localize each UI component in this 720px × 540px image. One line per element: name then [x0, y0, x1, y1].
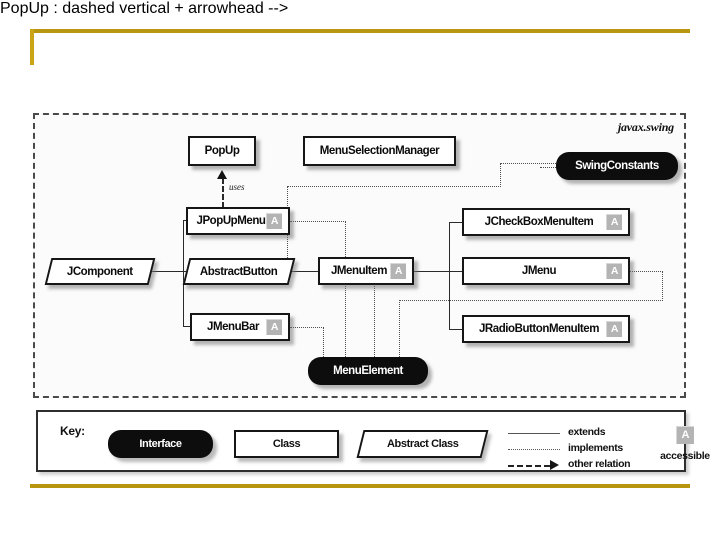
- node-jcheckboxmenuitem-label: JCheckBoxMenuItem: [484, 216, 594, 228]
- relation-jmenu-implements-seg-h2: [399, 300, 663, 301]
- legend-accessible-badge-icon: A: [676, 426, 694, 444]
- node-jmenubar-label: JMenuBar: [207, 321, 259, 333]
- legend-class-label: Class: [272, 438, 301, 450]
- slide-accent-rule-top-corner: [30, 29, 34, 65]
- node-popup-label: PopUp: [204, 145, 240, 157]
- node-swingconstants-label: SwingConstants: [575, 160, 659, 172]
- node-menuselectionmanager-label: MenuSelectionManager: [319, 145, 440, 157]
- relation-label-uses: uses: [229, 182, 245, 192]
- node-menuselectionmanager[interactable]: MenuSelectionManager: [303, 136, 456, 166]
- legend-accessible-caption: accessible: [660, 450, 710, 462]
- legend-line-solid-icon: [508, 433, 560, 434]
- relation-jpopupmenu-implements-seg-h: [290, 221, 346, 222]
- node-jpopupmenu-label: JPopUpMenu: [196, 215, 266, 227]
- node-jcomponent[interactable]: JComponent: [44, 258, 156, 285]
- accessible-badge-icon: A: [266, 213, 282, 229]
- legend-other-relation-label: other relation: [568, 458, 631, 470]
- node-jmenu[interactable]: JMenu A: [462, 257, 630, 285]
- relation-swingconstants-stub: [540, 167, 558, 168]
- relation-jmenuitem-to-jmenu: [449, 271, 463, 272]
- package-label: javax.swing: [617, 120, 674, 134]
- node-jcomponent-label: JComponent: [67, 265, 133, 278]
- legend-line-dotted-icon: [508, 449, 560, 450]
- legend-implements-label: implements: [568, 442, 623, 454]
- node-jmenuitem-label: JMenuItem: [330, 265, 388, 277]
- relation-jmenuitem-implements-seg-v: [374, 286, 375, 357]
- legend-extends-label: extends: [568, 426, 606, 438]
- relation-jcheckbox-implements-seg-h1: [287, 186, 501, 187]
- relation-jmenubar-implements-seg-v: [323, 327, 324, 357]
- node-menuelement-label: MenuElement: [333, 365, 403, 377]
- relation-abstractbutton-to-jmenuitem: [292, 271, 320, 272]
- legend-key-title: Key:: [60, 424, 85, 438]
- accessible-badge-icon: A: [606, 321, 622, 337]
- legend-key-box: Key: Interface Class Abstract Class exte…: [36, 410, 710, 472]
- relation-jmenubar-implements-seg-h: [290, 327, 324, 328]
- legend-sample-class: Class: [234, 430, 339, 458]
- node-jradiobuttonmenuitem-label: JRadioButtonMenuItem: [478, 323, 600, 335]
- accessible-badge-icon: A: [266, 319, 282, 335]
- node-abstractbutton[interactable]: AbstractButton: [182, 258, 296, 285]
- relation-jcheckbox-implements-seg-h2: [500, 163, 558, 164]
- accessible-badge-icon: A: [390, 263, 406, 279]
- relation-jmenuitem-to-jcheckboxmenuitem: [449, 222, 463, 223]
- node-jmenubar[interactable]: JMenuBar A: [190, 313, 290, 341]
- arrowhead-uses: [217, 170, 227, 179]
- legend-sample-abstract-class: Abstract Class: [356, 430, 489, 458]
- relation-jmenuitem-to-jradiobuttonmenuitem: [449, 329, 463, 330]
- legend-line-dashed-icon: [508, 465, 550, 467]
- node-popup[interactable]: PopUp: [188, 136, 256, 166]
- relation-jmenu-implements-seg-v2: [399, 300, 400, 357]
- node-jmenuitem[interactable]: JMenuItem A: [318, 257, 414, 285]
- node-jpopupmenu[interactable]: JPopUpMenu A: [186, 207, 290, 235]
- relation-jcomponent-bus: [183, 220, 184, 326]
- node-jradiobuttonmenuitem[interactable]: JRadioButtonMenuItem A: [462, 315, 630, 343]
- relation-jmenu-implements-seg-h1: [630, 271, 663, 272]
- legend-arrowhead-icon: [550, 460, 559, 470]
- relation-jpopupmenu-uses-popup: [222, 178, 224, 208]
- legend-accessible-group: A accessible: [658, 426, 712, 462]
- node-jcheckboxmenuitem[interactable]: JCheckBoxMenuItem A: [462, 208, 630, 236]
- relation-jmenuitem-trunk: [414, 271, 450, 272]
- node-menuelement[interactable]: MenuElement: [308, 357, 428, 385]
- relation-jcheckbox-implements-seg-v2: [500, 163, 501, 187]
- legend-sample-interface: Interface: [108, 430, 213, 458]
- accessible-badge-icon: A: [606, 214, 622, 230]
- slide-accent-rule-bottom: [30, 484, 690, 488]
- legend-abstract-label: Abstract Class: [386, 438, 459, 450]
- relation-jmenuitem-bus: [449, 222, 450, 330]
- slide-accent-rule-top: [30, 29, 690, 33]
- node-abstractbutton-label: AbstractButton: [200, 265, 278, 278]
- relation-jpopupmenu-implements-seg-v: [345, 221, 346, 357]
- legend-interface-label: Interface: [139, 438, 182, 450]
- relation-jmenu-implements-seg-v1: [662, 271, 663, 301]
- node-swingconstants[interactable]: SwingConstants: [556, 152, 678, 180]
- relation-jcomponent-trunk: [152, 271, 184, 272]
- node-jmenu-label: JMenu: [521, 265, 557, 277]
- accessible-badge-icon: A: [606, 263, 622, 279]
